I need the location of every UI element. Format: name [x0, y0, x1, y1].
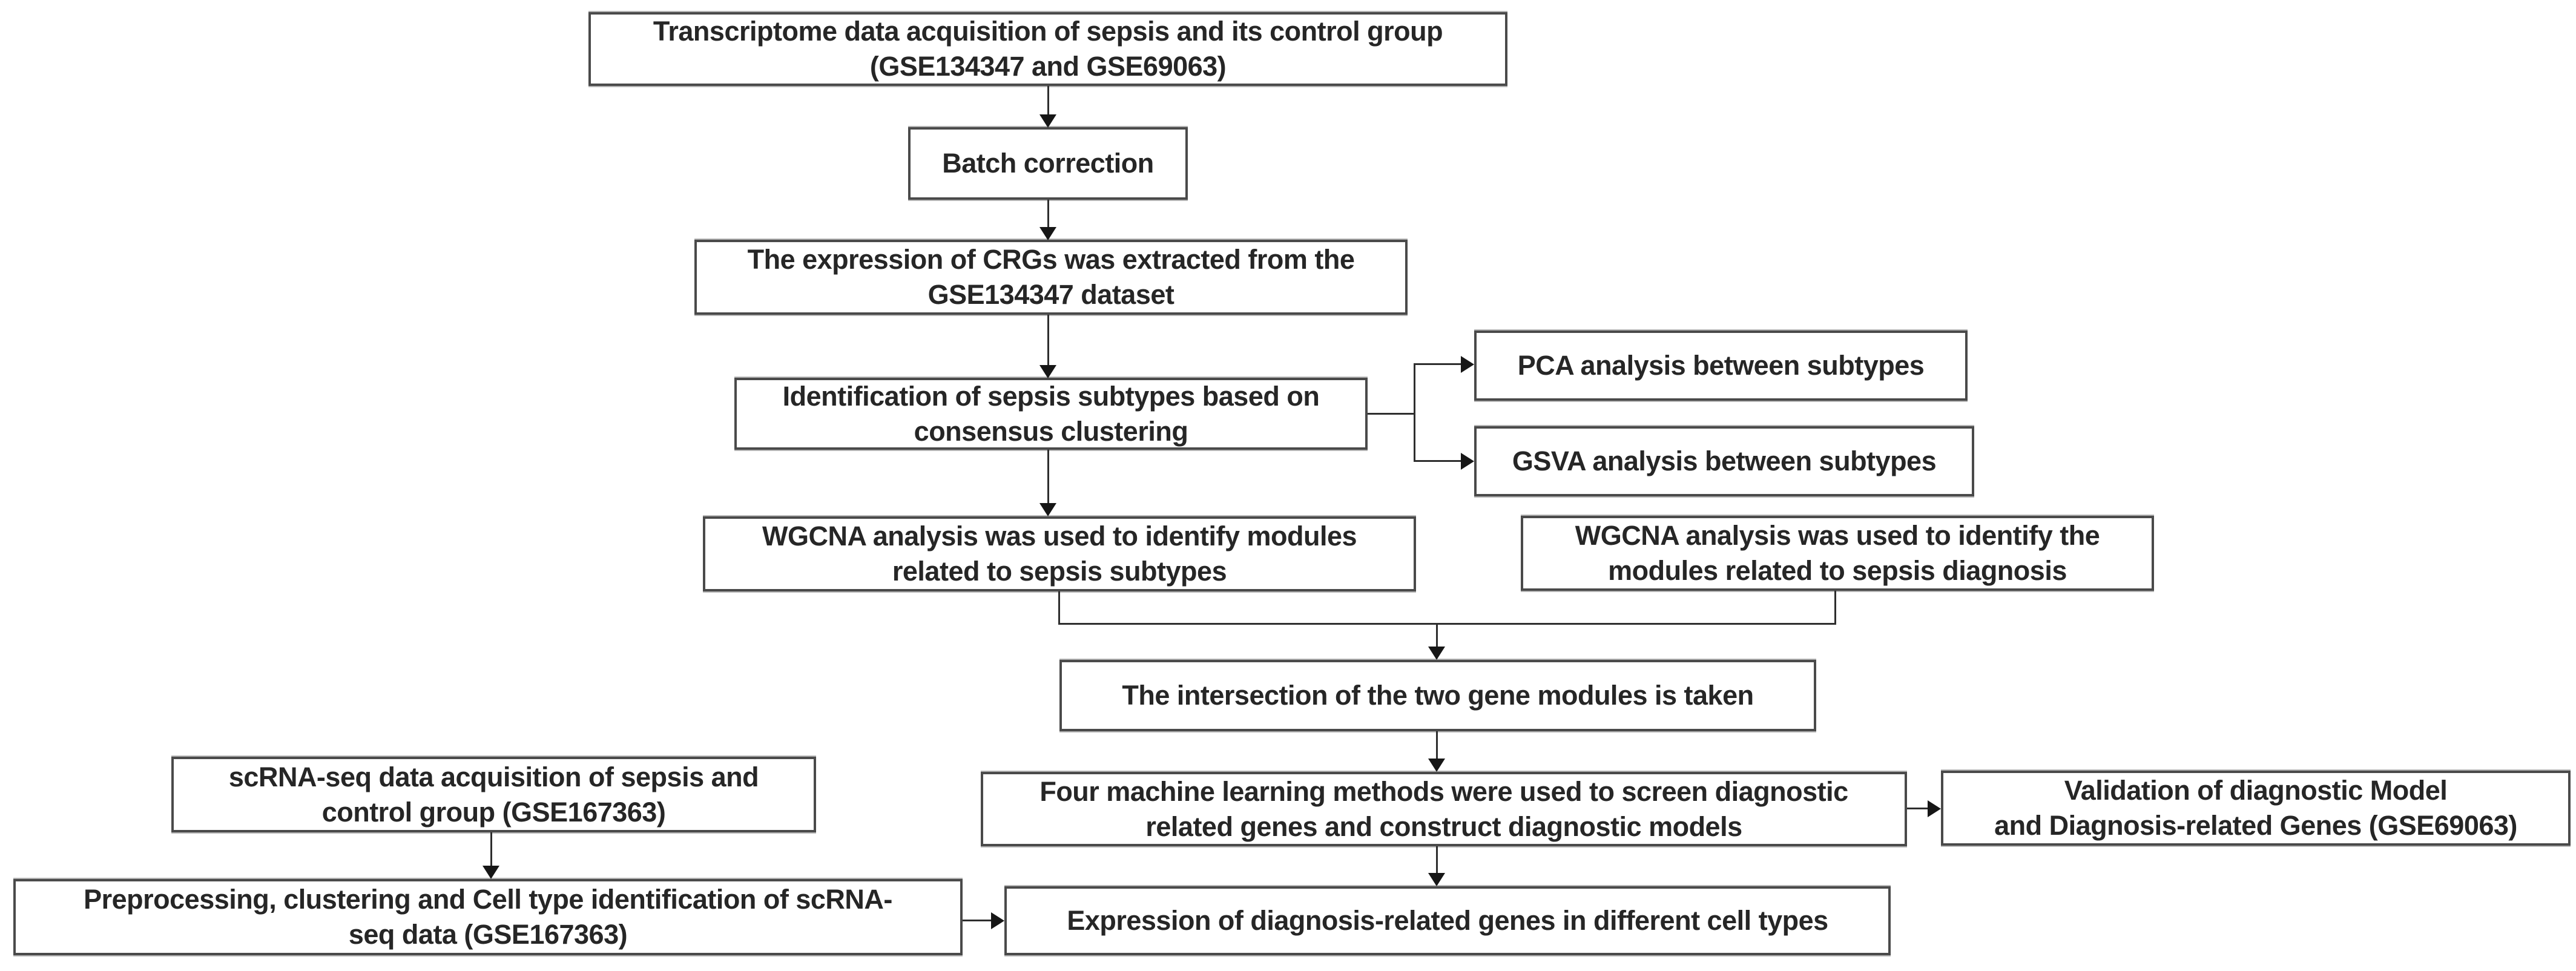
edge-identification-branch-spine [1414, 363, 1415, 462]
edge-preprocessing-expression-line [963, 920, 992, 921]
edge-ml-expression-line [1436, 846, 1438, 874]
edge-identification-wgcna-arrowhead-icon [1039, 503, 1056, 516]
edge-preprocessing-expression-arrowhead-icon [991, 912, 1004, 929]
edge-crgs-identification-line [1047, 315, 1049, 366]
node-module-intersection: The intersection of the two gene modules… [1059, 660, 1816, 731]
edge-ml-validation-arrowhead-icon [1928, 800, 1941, 817]
edge-scrna-preprocessing-line [490, 832, 492, 867]
node-wgcna-subtype-modules: WGCNA analysis was used to identify modu… [703, 516, 1416, 591]
node-transcriptome-acquisition: Transcriptome data acquisition of sepsis… [588, 12, 1507, 86]
node-wgcna-diagnosis-modules: WGCNA analysis was used to identify the … [1521, 516, 2154, 591]
edge-ml-validation-line [1907, 808, 1929, 809]
edge-intersection-ml-arrowhead-icon [1428, 759, 1445, 772]
edge-batch-crgs-arrowhead-icon [1039, 227, 1056, 240]
edge-wgcna-subtypes-merge-line [1058, 591, 1060, 625]
edge-merge-horizontal-line [1058, 623, 1836, 625]
edge-identification-pca-line [1414, 363, 1462, 365]
node-batch-correction: Batch correction [908, 127, 1188, 200]
node-scrna-acquisition: scRNA-seq data acquisition of sepsis and… [171, 757, 816, 832]
edge-merge-intersection-line [1436, 623, 1438, 648]
edge-identification-gsva-arrowhead-icon [1461, 453, 1474, 470]
node-scrna-preprocessing: Preprocessing, clustering and Cell type … [13, 879, 963, 955]
edge-ml-expression-arrowhead-icon [1428, 873, 1445, 886]
edge-wgcna-diagnosis-merge-line [1834, 591, 1836, 625]
node-crg-expression-extraction: The expression of CRGs was extracted fro… [694, 240, 1408, 315]
node-gsva-analysis: GSVA analysis between subtypes [1474, 426, 1974, 496]
edge-intersection-ml-line [1436, 731, 1438, 760]
node-subtype-identification: Identification of sepsis subtypes based … [734, 378, 1368, 450]
node-model-validation: Validation of diagnostic Model and Diagn… [1941, 771, 2571, 846]
edge-identification-wgcna-line [1047, 450, 1049, 504]
edge-crgs-identification-arrowhead-icon [1039, 365, 1056, 378]
edge-transcriptome-batch-arrowhead-icon [1039, 114, 1056, 128]
edge-identification-gsva-line [1414, 460, 1462, 462]
edge-identification-pca-arrowhead-icon [1461, 356, 1474, 373]
node-celltype-gene-expression: Expression of diagnosis-related genes in… [1004, 886, 1891, 955]
edge-transcriptome-batch-line [1047, 86, 1049, 116]
edge-identification-branch-stem [1368, 413, 1415, 415]
node-machine-learning-screening: Four machine learning methods were used … [981, 772, 1907, 846]
edge-batch-crgs-line [1047, 200, 1049, 229]
edge-merge-intersection-arrowhead-icon [1428, 647, 1445, 660]
edge-scrna-preprocessing-arrowhead-icon [483, 866, 499, 879]
node-pca-analysis: PCA analysis between subtypes [1474, 331, 1968, 401]
